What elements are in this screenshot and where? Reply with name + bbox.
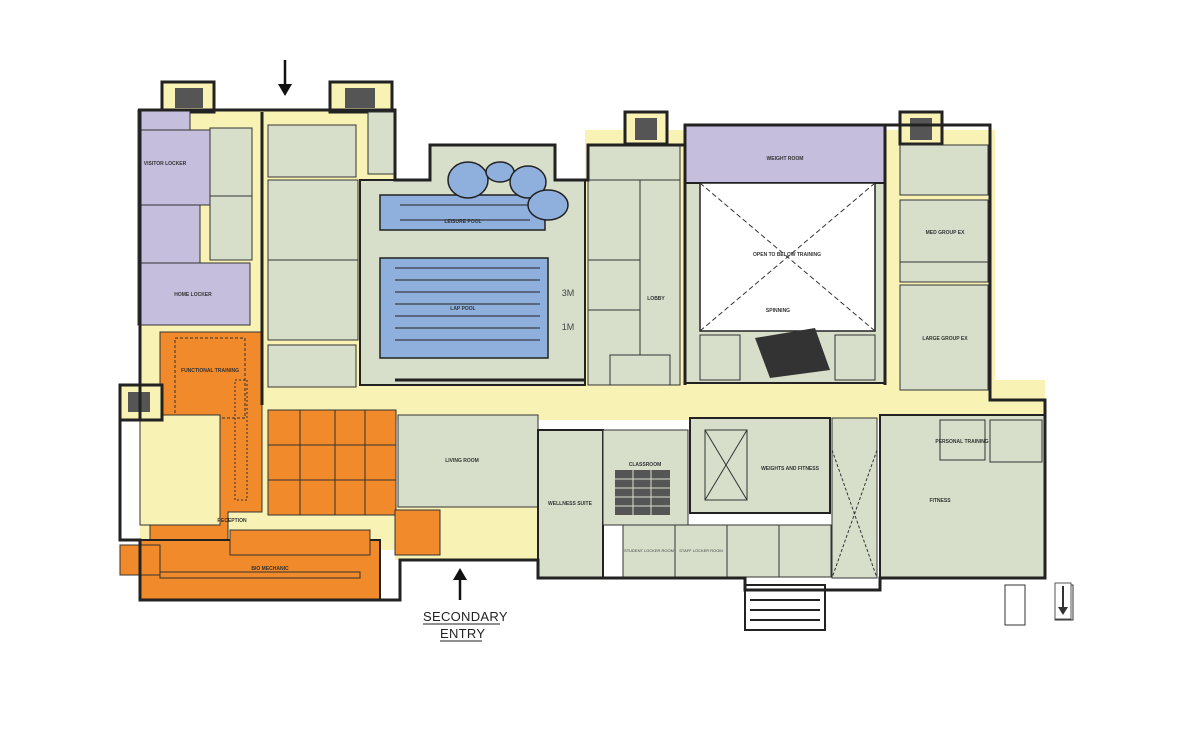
outer-walls [118, 108, 1047, 602]
reception-label: RECEPTION [217, 518, 247, 524]
depth-1m-label: 1M [562, 322, 575, 332]
classroom-seating [615, 470, 670, 515]
weight-room-label: WEIGHT ROOM [767, 156, 804, 162]
main-entry-arrow [278, 60, 292, 96]
visitor-locker-label: VISITOR LOCKER [144, 161, 187, 167]
south-stair [744, 584, 826, 631]
spinning-label: SPINNING [766, 308, 790, 314]
med-group-ex-label: MED GROUP EX [926, 230, 965, 236]
green-rooms-west [209, 111, 397, 388]
wellness-suite-label: WELLNESS SUITE [548, 501, 593, 507]
personal-training-label: PERSONAL TRAINING [935, 439, 988, 445]
student-locker-room-label: STUDENT LOCKER ROOM [624, 548, 674, 553]
lap-lanes [395, 204, 540, 341]
orange-wing: FUNCTIONAL TRAINING BIO MECHANIC RECEPTI… [118, 331, 441, 601]
east-rooms: MED GROUP EX LARGE GROUP EX [899, 144, 989, 391]
weights-and-fitness-label: WEIGHTS AND FITNESS [761, 466, 820, 472]
open-to-below-label: OPEN TO BELOW TRAINING [753, 252, 821, 258]
lobby-label: LOBBY [647, 296, 665, 302]
secondary-entry-label-line1: SECONDARY [423, 609, 508, 624]
fitness-wing: PERSONAL TRAINING FITNESS [879, 414, 1074, 626]
leisure-pool-label: LEISURE POOL [444, 219, 481, 225]
exit-arrow [1054, 582, 1072, 620]
gym-zone: WEIGHT ROOM OPEN TO BELOW TRAINING SPINN… [684, 124, 886, 384]
secondary-entry-label-line2: ENTRY [440, 626, 485, 641]
staff-locker-room-label: STAFF LOCKER ROOM [679, 548, 722, 553]
home-locker-label: HOME LOCKER [174, 292, 212, 298]
classroom-label: CLASSROOM [629, 462, 662, 468]
south-rooms: LIVING ROOM WELLNESS SUITE CLASSROOM WEI… [397, 414, 878, 579]
natatorium: LEISURE POOL LAP POOL 3M 1M [359, 144, 586, 386]
living-room-label: LIVING ROOM [445, 458, 479, 464]
lobby-column: LOBBY [587, 144, 681, 386]
large-group-ex-label: LARGE GROUP EX [922, 336, 968, 342]
secondary-entry-arrow [453, 568, 467, 600]
fitness-label: FITNESS [929, 498, 951, 504]
functional-training-label: FUNCTIONAL TRAINING [181, 368, 239, 374]
lap-pool-label: LAP POOL [450, 306, 475, 312]
bio-mechanic-label: BIO MECHANIC [251, 566, 289, 572]
depth-3m-label: 3M [562, 288, 575, 298]
